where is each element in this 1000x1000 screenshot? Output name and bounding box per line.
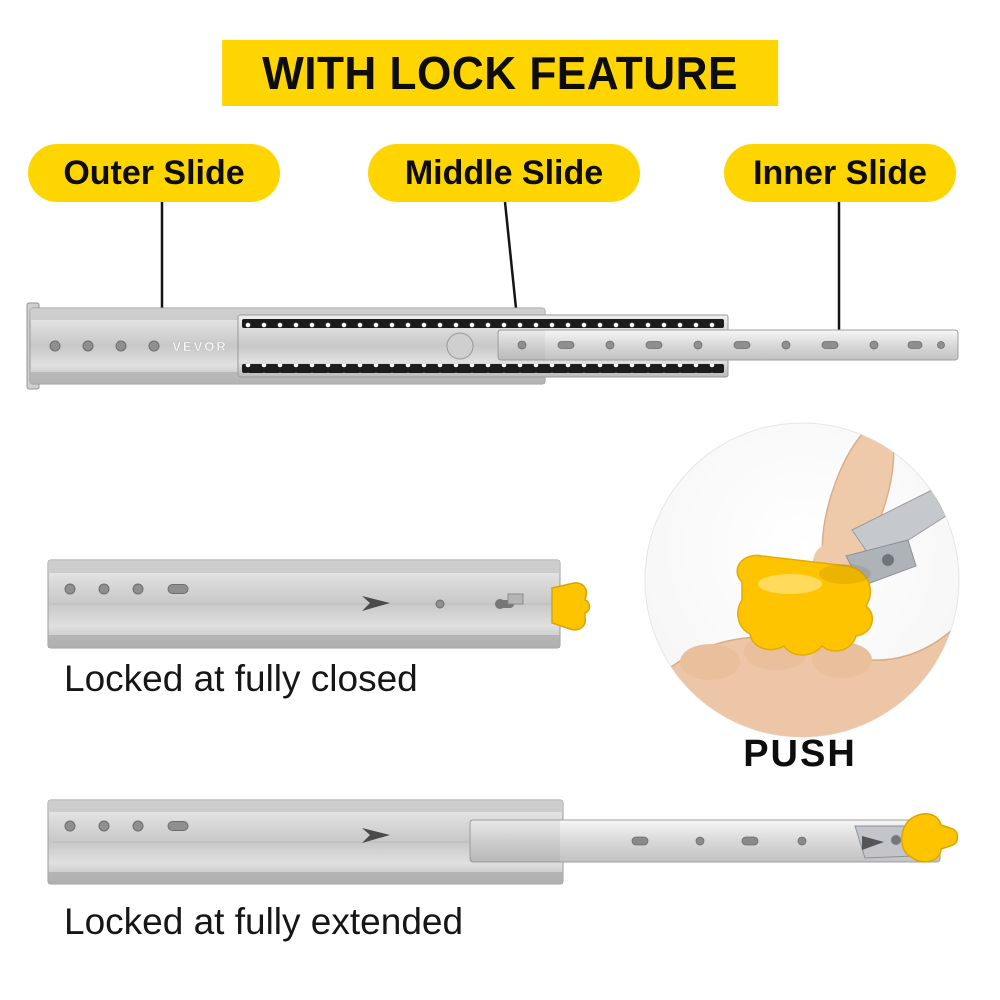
detent-mark-bottom [362, 828, 390, 843]
extended-locked-slide-illustration [47, 799, 959, 885]
label-middle-slide: Middle Slide [368, 144, 640, 202]
closed-slide-illustration [47, 559, 591, 649]
title-banner: WITH LOCK FEATURE [222, 40, 778, 106]
brand-text: VEVOR [172, 339, 228, 354]
extended-slide-illustration: VEVOR [26, 302, 959, 390]
label-middle-slide-text: Middle Slide [404, 153, 604, 192]
caption-locked-extended: Locked at fully extended [64, 901, 464, 942]
ball-bearing-strip-top [242, 319, 724, 328]
detent-mark [362, 596, 390, 611]
push-label: PUSH [743, 733, 857, 775]
bearing-disc [446, 332, 474, 360]
latch-slot [495, 593, 524, 609]
title-text: WITH LOCK FEATURE [262, 47, 738, 99]
lock-lever-yellow-closed [551, 582, 591, 631]
push-photo-circle [644, 422, 960, 738]
label-outer-slide: Outer Slide [28, 144, 280, 202]
inner-bar-extended [469, 813, 959, 863]
leader-line-middle [503, 201, 519, 319]
label-inner-slide: Inner Slide [724, 144, 956, 202]
ball-bearing-strip-bottom [242, 364, 724, 373]
lock-lever-yellow-extended [901, 813, 959, 863]
caption-locked-closed: Locked at fully closed [64, 658, 418, 699]
inner-slide-rail [497, 329, 959, 361]
label-inner-slide-text: Inner Slide [753, 153, 927, 192]
label-outer-slide-text: Outer Slide [63, 153, 245, 192]
